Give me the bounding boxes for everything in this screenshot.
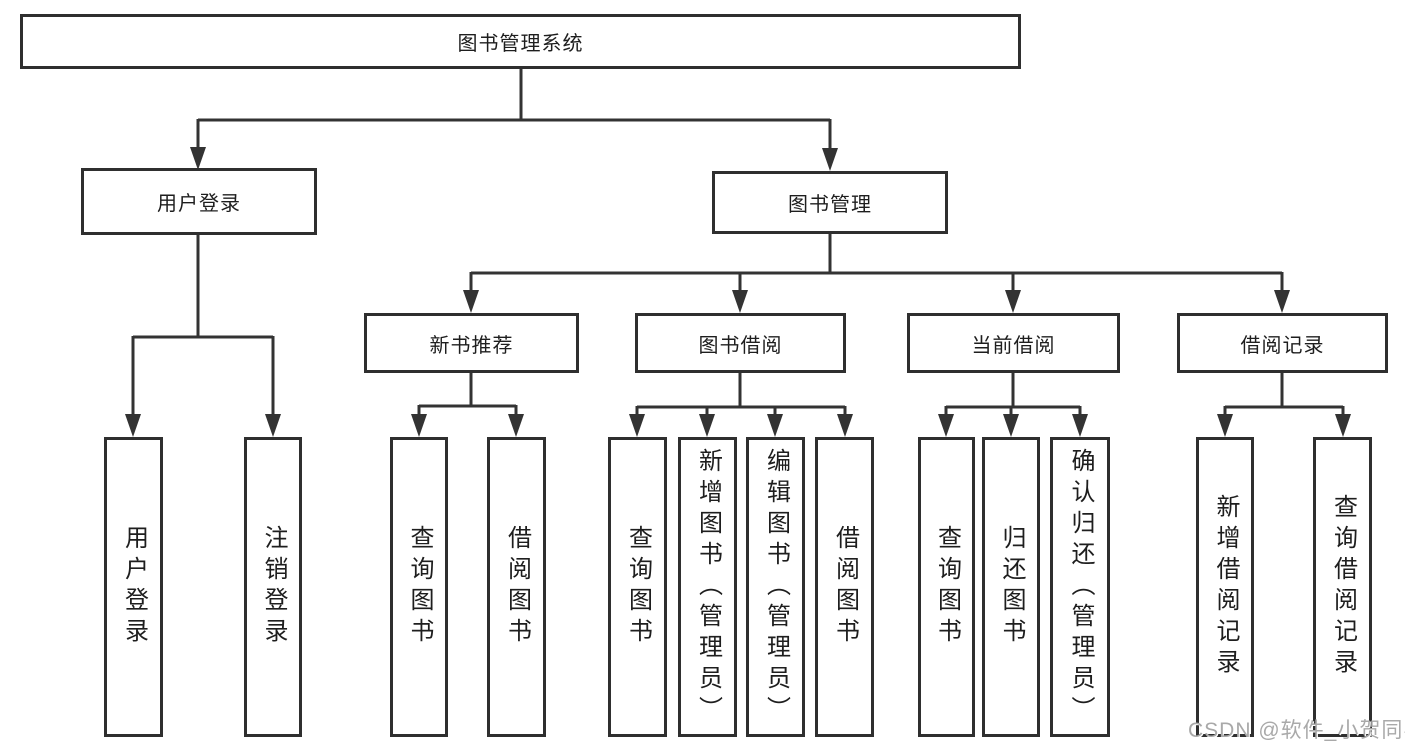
node-label: 用户登录 [157, 193, 241, 215]
node-leaf-query-books-bb: 查询图书 [608, 437, 667, 737]
node-label: 查询借阅记录 [1329, 494, 1357, 680]
node-leaf-query-borrow-record: 查询借阅记录 [1313, 437, 1372, 737]
node-leaf-borrow-books-bb: 借阅图书 [815, 437, 874, 737]
csdn-watermark: CSDN @软件_小贺同学 [1188, 719, 1405, 742]
edge-new-book-rec-to-leaves [411, 373, 524, 437]
node-library-management-system: 图书管理系统 [20, 14, 1021, 69]
edge-borrow-record-to-leaves [1217, 373, 1351, 437]
node-leaf-return-books: 归还图书 [982, 437, 1040, 737]
node-leaf-add-borrow-record: 新增借阅记录 [1196, 437, 1254, 737]
node-label: 借阅图书 [831, 525, 859, 649]
edge-user-login-to-leaves [125, 235, 281, 437]
node-book-management: 图书管理 [712, 171, 948, 234]
node-leaf-add-books-admin: 新增图书（管理员） [678, 437, 737, 737]
edge-root-to-level2 [190, 69, 838, 171]
node-leaf-logout: 注销登录 [244, 437, 302, 737]
node-new-book-recommend: 新书推荐 [364, 313, 579, 373]
node-label: 查询图书 [933, 525, 961, 649]
node-label: 图书管理 [788, 194, 872, 216]
node-label: 借阅图书 [503, 525, 531, 649]
node-leaf-confirm-return-admin: 确认归还（管理员） [1050, 437, 1110, 737]
edge-current-borrow-to-leaves [938, 373, 1088, 437]
node-leaf-edit-books-admin: 编辑图书（管理员） [746, 437, 805, 737]
node-leaf-query-books-rec: 查询图书 [390, 437, 448, 737]
node-label: 归还图书 [998, 525, 1025, 649]
node-label: 新增图书（管理员） [694, 447, 722, 727]
node-label: 新增借阅记录 [1212, 494, 1239, 680]
edge-book-borrow-to-leaves [629, 373, 853, 437]
node-leaf-query-books-cb: 查询图书 [918, 437, 975, 737]
node-label: 当前借阅 [971, 334, 1056, 357]
node-label: 查询图书 [624, 525, 652, 649]
node-leaf-borrow-books-rec: 借阅图书 [487, 437, 546, 737]
node-label: 图书借阅 [698, 334, 783, 357]
edge-book-mgmt-to-level3 [463, 234, 1290, 313]
node-label: 借阅记录 [1240, 334, 1325, 357]
node-label: 用户登录 [120, 525, 148, 649]
node-book-borrowing: 图书借阅 [635, 313, 846, 373]
node-label: 注销登录 [260, 525, 287, 649]
node-label: 新书推荐 [429, 334, 514, 357]
node-user-login: 用户登录 [81, 168, 317, 235]
node-label: 图书管理系统 [457, 33, 584, 55]
node-label: 查询图书 [406, 525, 433, 649]
node-leaf-user-login: 用户登录 [104, 437, 163, 737]
node-current-borrowing: 当前借阅 [907, 313, 1120, 373]
node-label: 确认归还（管理员） [1067, 447, 1094, 727]
node-borrowing-records: 借阅记录 [1177, 313, 1388, 373]
node-label: 编辑图书（管理员） [762, 447, 790, 727]
